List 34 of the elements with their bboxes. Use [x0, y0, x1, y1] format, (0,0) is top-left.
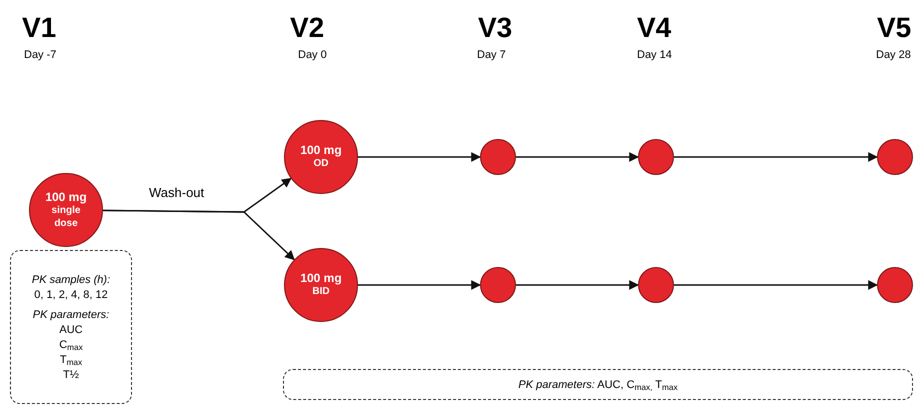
arrow	[674, 280, 878, 290]
dose-label: 100 mg	[299, 272, 343, 285]
arrow	[358, 280, 481, 290]
note-text: AUC	[59, 322, 83, 336]
regimen-label: BID	[311, 285, 331, 298]
day-label: Day 28	[876, 50, 911, 61]
note-box	[283, 369, 913, 400]
arrow	[674, 152, 878, 162]
arrow	[103, 210, 295, 260]
visit-title: V2	[290, 14, 324, 42]
arrow	[516, 280, 639, 290]
day-label: Day 14	[637, 50, 672, 61]
visit-title: V1	[22, 14, 56, 42]
dose-label: 100 mg	[44, 190, 88, 204]
note-text: C$_{max}$	[59, 338, 83, 352]
arrow	[516, 152, 639, 162]
note-text: T½	[63, 368, 79, 382]
edge-label: Wash-out	[147, 186, 206, 199]
day-label: Day 0	[298, 50, 327, 61]
note-text: PK parameters: AUC, C$_{max,}$ T$_{max}$	[518, 378, 678, 392]
note-text: PK samples (h):	[32, 272, 110, 286]
regimen-label: OD	[312, 157, 330, 170]
visit-title: V4	[637, 14, 672, 42]
note-text: T$_{max}$	[60, 352, 82, 366]
visit-title: V3	[478, 14, 512, 42]
day-label: Day -7	[24, 50, 56, 61]
visit-title: V5	[877, 14, 912, 42]
note-text: PK parameters:	[32, 308, 110, 322]
note-box	[10, 250, 132, 404]
note-text: 0, 1, 2, 4, 8, 12	[34, 288, 108, 302]
dose-label: 100 mg	[299, 144, 343, 157]
arrow	[358, 152, 481, 162]
day-label: Day 7	[477, 50, 506, 61]
regimen-label: single dose	[50, 204, 82, 230]
